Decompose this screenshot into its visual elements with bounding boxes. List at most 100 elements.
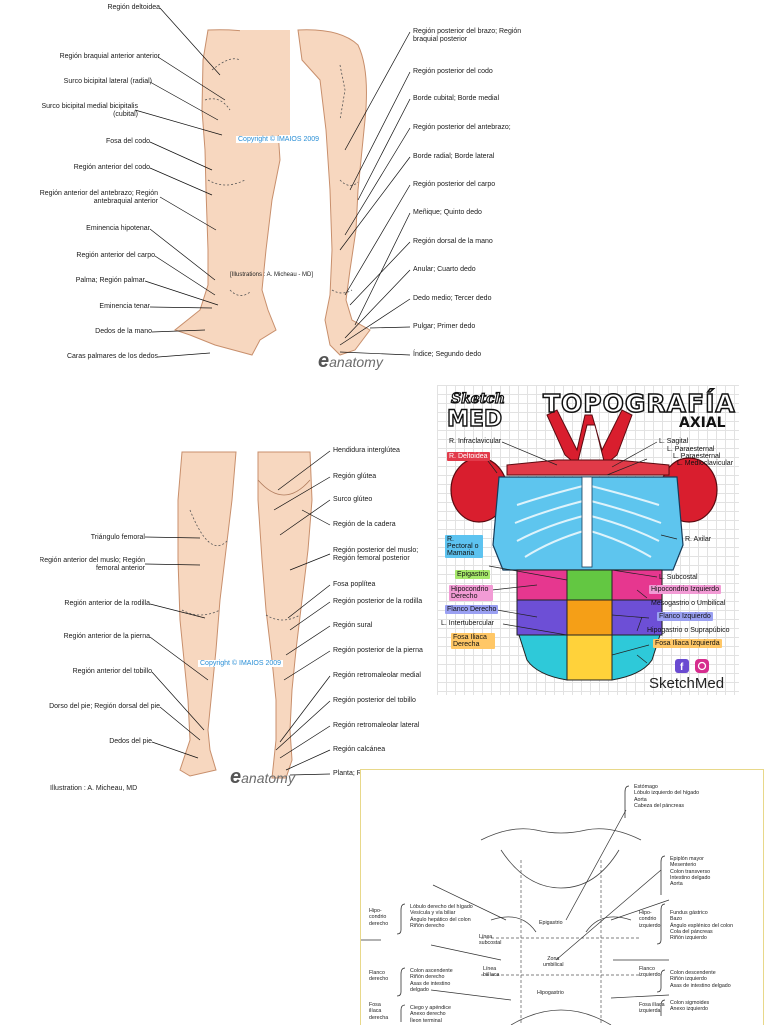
label-region-posterior-tobillo: Región posterior del tobillo <box>333 697 416 704</box>
label-menique: Meñique; Quinto dedo <box>413 209 482 216</box>
label-dedos-de-la-mano: Dedos de la mano <box>95 328 152 335</box>
label-hipocondrio-derecho: Hipocondrio Derecho <box>449 585 493 601</box>
organ-list-fosa-derecha: Ciego y apéndice Anexo derecho Íleon ter… <box>410 1005 451 1024</box>
region-hipocondrio-derecho: Hipo- condrio derecho <box>369 908 389 927</box>
logo-sketch-text: Sketch <box>450 390 505 407</box>
organ-list-hipocondrio-izquierdo: Fundus gástrico Bazo Ángulo esplénico de… <box>670 910 734 942</box>
region-flanco-izquierdo: Flanco izquierdo <box>639 966 661 979</box>
label-region-anterior-rodilla: Región anterior de la rodilla <box>64 600 150 607</box>
leg-illustration <box>144 450 331 779</box>
center-linea-biiliaca: Línea biilíaca <box>483 966 500 979</box>
label-region-deltoidea: Región deltoidea <box>107 4 160 11</box>
label-region-posterior-antebrazo: Región posterior del antebrazo; <box>413 124 511 131</box>
label-retromaleolar-lateral: Región retromaleolar lateral <box>333 722 420 729</box>
label-indice: Índice; Segundo dedo <box>413 351 482 358</box>
label-epigastrio: Epigastrio <box>455 570 491 579</box>
center-hipogastrio: Hipogastrio <box>537 990 564 996</box>
label-region-posterior-carpo: Región posterior del carpo <box>413 181 496 188</box>
label-flanco-izquierdo: Flanco Izquierdo <box>657 612 713 621</box>
label-dorso-del-pie: Dorso del pie; Región dorsal del pie <box>49 703 160 710</box>
torso-illustration: f <box>450 409 718 681</box>
label-r-pectoral: R. Pectoral o Mamaria <box>445 535 483 558</box>
label-surco-bicipital-lateral: Surco bicipital lateral (radial) <box>63 78 152 85</box>
label-l-subcostal: L. Subcostal <box>659 574 698 581</box>
label-region-cadera: Región de la cadera <box>333 521 396 528</box>
label-region-sural: Región sural <box>333 622 373 629</box>
region-flanco-derecho: Flanco derecho <box>369 970 389 983</box>
label-region-posterior-pierna: Región posterior de la pierna <box>333 647 423 654</box>
sketchmed-title: TOPOGRAFÍA <box>542 388 736 419</box>
label-fosa-iliaca-izquierda: Fosa Iliaca Izquierda <box>653 639 722 648</box>
label-region-anterior-pierna: Región anterior de la pierna <box>63 633 150 640</box>
arm-brand-text: anatomy <box>329 354 383 370</box>
leg-brand-text: anatomy <box>241 770 295 786</box>
label-dedo-medio: Dedo medio; Tercer dedo <box>413 295 492 302</box>
region-fosa-derecha: Fosa ilíaca derecha <box>369 1002 389 1021</box>
label-mesogastrio: Mesogastrio o Umbilical <box>651 600 726 607</box>
label-l-paraesternal-2: L. Paraesternal <box>673 453 721 460</box>
label-region-posterior-codo: Región posterior del codo <box>413 68 493 75</box>
label-region-posterior-muslo: Región posterior del muslo; Región femor… <box>333 547 419 562</box>
leg-copyright: Copyright © IMAIOS 2009 <box>198 660 284 667</box>
label-fosa-del-codo: Fosa del codo <box>106 138 150 145</box>
arm-illustration <box>134 7 411 358</box>
organ-list-epigastric: Epiplón mayor Mesenterio Colon transvers… <box>670 856 711 888</box>
label-pulgar: Pulgar; Primer dedo <box>413 323 476 330</box>
label-r-deltoidea: R. Deltoidea <box>447 452 490 461</box>
label-region-anterior-carpo: Región anterior del carpo <box>76 252 155 259</box>
sketchmed-footer: SketchMed <box>649 675 725 692</box>
sketchmed-panel: f Sketch MED TOPOGRAFÍA AXIAL R. Infracl… <box>437 385 739 695</box>
arm-copyright: Copyright © IMAIOS 2009 <box>236 136 322 143</box>
logo-med-text: MED <box>446 406 503 432</box>
arm-credit: [Illustrations : A. Micheau - MD] <box>230 272 314 278</box>
leg-brand-logo: eanatomy <box>230 766 295 788</box>
label-borde-radial: Borde radial; Borde lateral <box>413 153 495 160</box>
leg-credit: Illustration : A. Micheau, MD <box>50 785 138 792</box>
center-linea-subcostal: Línea subcostal <box>479 934 502 947</box>
label-region-calcanea: Región calcánea <box>333 746 386 753</box>
facebook-icon[interactable] <box>675 659 689 673</box>
label-l-medioclavicular: L. Medioclavicular <box>677 460 734 467</box>
instagram-icon[interactable] <box>695 659 709 673</box>
organ-list-hipocondrio-derecho: Lóbulo derecho del hígado Vesícula y vía… <box>410 904 473 929</box>
arm-panel: Región deltoidea Región braquial anterio… <box>40 0 530 380</box>
organ-list-fosa-izquierda: Colon sigmoides Anexo izquierdo <box>670 1000 710 1013</box>
label-region-posterior-rodilla: Región posterior de la rodilla <box>333 598 423 605</box>
label-anular: Anular; Cuarto dedo <box>413 266 476 273</box>
label-retromaleolar-medial: Región retromaleolar medial <box>333 672 421 679</box>
label-fosa-iliaca-derecha: Fosa Iliaca Derecha <box>451 633 495 649</box>
label-eminencia-tenar: Eminencia tenar <box>99 303 150 310</box>
label-hendidura-interglutea: Hendidura interglútea <box>333 447 400 454</box>
organ-list-flanco-derecho: Colon ascendente Riñón derecho Asas de i… <box>410 968 453 993</box>
label-l-intertubercular: L. Intertubercular <box>441 620 494 627</box>
label-dedos-del-pie: Dedos del pie <box>109 738 152 745</box>
organ-list-flanco-izquierdo: Colon descendente Riñón izquierdo Asas d… <box>670 970 731 989</box>
label-region-anterior-antebrazo: Región anterior del antebrazo; Región an… <box>40 190 158 205</box>
center-zona-umbilical: Zona umbilical <box>543 956 564 969</box>
leg-panel: Triángulo femoral Región anterior del mu… <box>40 440 440 800</box>
label-region-glutea: Región glútea <box>333 473 377 480</box>
abdomen-panel: Estómago Lóbulo izquierdo del hígado Aor… <box>360 769 764 1025</box>
label-hipogastrio: Hipogastrio o Suprapúbico <box>647 627 730 634</box>
label-region-dorsal-mano: Región dorsal de la mano <box>413 238 493 245</box>
svg-text:f: f <box>680 662 684 673</box>
label-caras-palmares: Caras palmares de los dedos <box>66 353 158 360</box>
label-region-anterior-tobillo: Región anterior del tobillo <box>72 668 152 675</box>
center-epigastrio: Epigastrio <box>539 920 563 926</box>
label-r-axilar: R. Axilar <box>685 536 712 543</box>
label-flanco-derecho: Flanco Derecho <box>445 605 499 614</box>
label-r-infraclavicular: R. Infraclavicular <box>449 438 502 445</box>
label-palma: Palma; Región palmar <box>75 277 145 284</box>
label-l-paraesternal-1: L. Paraesternal <box>667 446 715 453</box>
sketchmed-logo: Sketch MED <box>443 390 505 435</box>
label-fosa-poplitea: Fosa poplítea <box>333 581 376 588</box>
arm-brand-logo: eanatomy <box>318 350 383 372</box>
label-region-braquial-anterior: Región braquial anterior anterior <box>59 53 160 60</box>
label-triangulo-femoral: Triángulo femoral <box>90 534 145 541</box>
label-surco-gluteo: Surco glúteo <box>333 496 373 503</box>
label-region-anterior-del-codo: Región anterior del codo <box>73 164 150 171</box>
label-borde-cubital: Borde cubital; Borde medial <box>413 95 499 102</box>
region-fosa-izquierda: Fosa ilíaca izquierda <box>639 1002 665 1015</box>
label-region-posterior-brazo: Región posterior del brazo; Región braqu… <box>413 28 522 43</box>
abdomen-outline <box>361 785 670 1025</box>
